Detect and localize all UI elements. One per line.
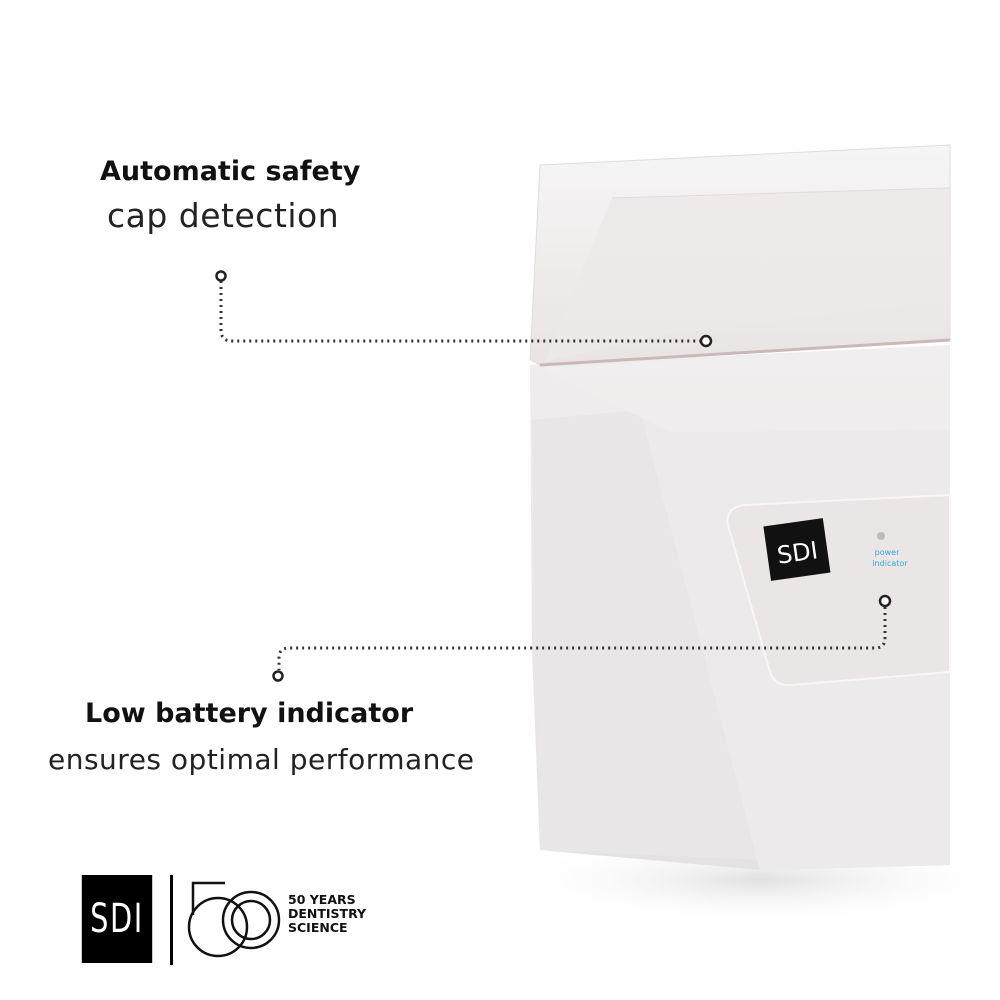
svg-text:power: power bbox=[875, 548, 900, 557]
callout-battery-title: Low battery indicator bbox=[85, 698, 414, 729]
logo-divider bbox=[170, 875, 173, 965]
callout-connector-cap bbox=[215, 270, 713, 348]
anniversary-text: 50 YEARS DENTISTRY SCIENCE bbox=[288, 892, 367, 935]
device-sdi-logo bbox=[763, 518, 831, 581]
power-indicator-led bbox=[877, 532, 885, 540]
callout-battery-subtitle: ensures optimal performance bbox=[48, 743, 475, 776]
svg-text:SDI: SDI bbox=[775, 536, 819, 569]
fifty-emblem-icon bbox=[187, 881, 281, 958]
svg-text:indicator: indicator bbox=[872, 559, 908, 568]
callout-cap-subtitle: cap detection bbox=[107, 196, 340, 235]
callout-cap-title: Automatic safety bbox=[100, 156, 361, 187]
sdi-logo: SDI bbox=[81, 875, 153, 963]
callout-connector-battery bbox=[272, 594, 892, 682]
